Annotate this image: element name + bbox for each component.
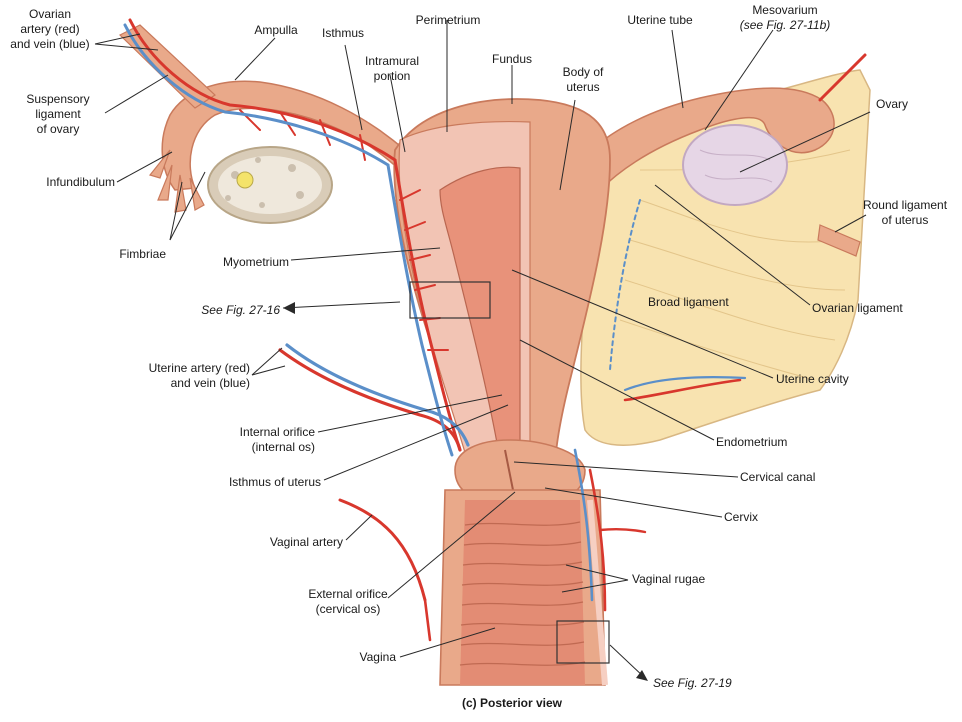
label-uterine-artery-2: and vein (blue) (171, 376, 250, 390)
ref-box-fig-19 (556, 620, 610, 664)
label-endometrium: Endometrium (716, 435, 787, 449)
label-vaginal-rugae: Vaginal rugae (632, 572, 705, 586)
label-round-ligament-1: Round ligament (863, 198, 948, 212)
label-suspensory-2: ligament (35, 107, 81, 121)
label-fimbriae: Fimbriae (119, 247, 166, 261)
arteries (128, 18, 867, 642)
label-myometrium: Myometrium (223, 255, 289, 269)
vaginal-lumen (460, 500, 585, 685)
anatomy-illustration (118, 18, 871, 686)
figure-caption: (c) Posterior view (462, 696, 563, 710)
label-broad-ligament: Broad ligament (648, 295, 729, 309)
label-fundus: Fundus (492, 52, 532, 66)
label-body-1: Body of (563, 65, 604, 79)
label-infundibulum: Infundibulum (46, 175, 115, 189)
vaginal-rugae-lines (459, 521, 586, 666)
arrowhead-fig-16 (283, 302, 295, 314)
label-isthmus: Isthmus (322, 26, 364, 40)
label-mesovarium-2: (see Fig. 27-11b) (740, 18, 831, 32)
label-round-ligament-2: of uterus (882, 213, 929, 227)
ref-box-fig-16 (409, 281, 491, 319)
labels: Ovarian artery (red) and vein (blue) Sus… (10, 3, 947, 710)
uterine-cavity-shape (439, 166, 521, 461)
label-intramural-1: Intramural (365, 54, 419, 68)
label-see-fig-16: See Fig. 27-16 (201, 303, 280, 317)
label-vagina: Vagina (360, 650, 397, 664)
ovary-follicles (225, 157, 304, 208)
label-mesovarium-1: Mesovarium (752, 3, 817, 17)
label-uterine-cavity: Uterine cavity (776, 372, 849, 386)
label-ovary: Ovary (876, 97, 908, 111)
label-cervical-canal: Cervical canal (740, 470, 815, 484)
label-suspensory-3: of ovary (37, 122, 80, 136)
label-isthmus-of-uterus: Isthmus of uterus (229, 475, 321, 489)
leader-lines (94, 20, 871, 679)
label-perimetrium: Perimetrium (416, 13, 481, 27)
label-external-orifice-2: (cervical os) (316, 602, 381, 616)
label-internal-orifice-2: (internal os) (252, 440, 315, 454)
label-ovarian-ligament: Ovarian ligament (812, 301, 903, 315)
label-ovarian-artery-1: Ovarian (29, 7, 71, 21)
label-ovarian-artery-3: and vein (blue) (10, 37, 89, 51)
label-internal-orifice-1: Internal orifice (240, 425, 316, 439)
broad-ligament-fibres (619, 149, 851, 381)
label-intramural-2: portion (374, 69, 411, 83)
right-ovary-shape (682, 124, 788, 206)
veins (123, 23, 747, 602)
label-cervix: Cervix (724, 510, 758, 524)
label-external-orifice-1: External orifice (308, 587, 388, 601)
label-suspensory-1: Suspensory (26, 92, 89, 106)
label-ampulla: Ampulla (254, 23, 298, 37)
label-uterine-tube: Uterine tube (627, 13, 693, 27)
arrowhead-fig-19 (636, 670, 648, 681)
round-ligament-shape (817, 224, 861, 257)
label-vaginal-artery: Vaginal artery (270, 535, 343, 549)
label-uterine-artery-1: Uterine artery (red) (149, 361, 250, 375)
right-uterine-tube-shape (579, 87, 835, 192)
label-see-fig-19: See Fig. 27-19 (653, 676, 732, 690)
label-body-2: uterus (566, 80, 599, 94)
fimbriae-shapes (148, 149, 205, 213)
label-ovarian-artery-2: artery (red) (20, 22, 79, 36)
